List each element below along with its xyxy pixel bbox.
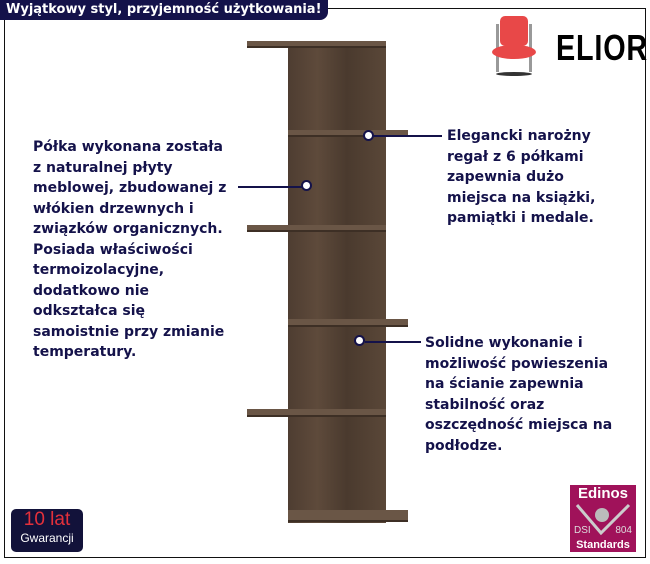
warranty-years: 10 lat [23,509,71,530]
brand-logo: ELIOR [556,27,649,68]
callout-line [238,186,304,188]
edinos-name: Edinos [577,485,628,502]
callout-line [374,135,442,137]
edinos-dsi: DSI [574,525,591,536]
capacity-description: Elegancki narożny regał z 6 półkami zape… [447,128,596,226]
warranty-badge: 10 lat Gwarancji [11,509,83,552]
edinos-badge: Edinos DSI 804 Standards [570,485,636,552]
callout-dot [354,335,365,346]
mounting-description: Solidne wykonanie i możliwość powieszeni… [425,335,613,454]
callout-dot [301,180,312,191]
edinos-standards: Standards [576,539,630,551]
callout-line [365,341,421,343]
callout-dot [363,130,374,141]
edinos-code: 804 [615,525,632,536]
warranty-label: Gwarancji [20,531,74,545]
headline: Wyjątkowy styl, przyjemność użytkowania! [0,0,328,20]
edinos-check-icon [575,503,631,536]
chair-logo-icon [488,14,540,80]
material-description: Półka wykonana została z naturalnej płyt… [33,139,227,360]
